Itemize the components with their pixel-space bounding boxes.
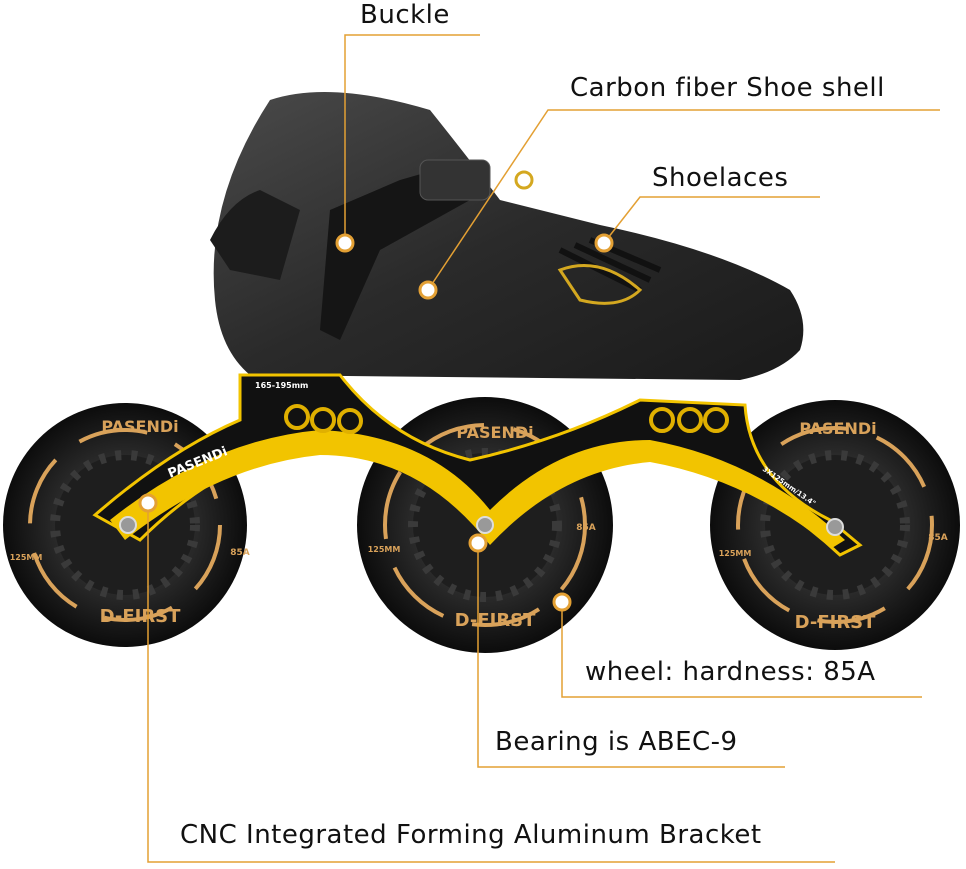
wheel-model-left: D-FIRST [100, 606, 182, 627]
wheel-brand-left: PASENDi [101, 417, 178, 436]
wheel-model-middle: D-FIRST [455, 610, 537, 631]
callout-shoelaces: Shoelaces [652, 163, 789, 193]
wheel-model-right: D-FIRST [795, 612, 877, 633]
wheel-size-middle: 125MM [368, 545, 401, 554]
callout-buckle: Buckle [360, 0, 450, 30]
callout-shoe-shell: Carbon fiber Shoe shell [570, 73, 885, 103]
frame-size-marking: 165-195mm [255, 381, 308, 390]
callout-bearing: Bearing is ABEC-9 [495, 727, 738, 757]
aluminum-frame: 165-195mm PASENDi 3X125mm/13.4" [92, 373, 863, 557]
callout-bracket: CNC Integrated Forming Aluminum Bracket [180, 820, 762, 850]
wheel-brand-right: PASENDi [799, 419, 876, 438]
callout-lines [147, 34, 940, 863]
wheel-hardness-right: 85A [928, 533, 948, 543]
wheel-brand-middle: PASENDi [456, 423, 533, 442]
callout-wheel-hardness: wheel: hardness: 85A [585, 657, 876, 687]
wheel-markings: PASENDi PASENDi PASENDi D-FIRST D-FIRST … [10, 417, 948, 633]
callout-dots [138, 233, 614, 612]
boot-shell [210, 92, 804, 380]
wheel-hardness-left: 85A [230, 548, 250, 558]
wheel-size-right: 125MM [719, 549, 752, 558]
wheel-hardness-middle: 85A [576, 523, 596, 533]
wheel-size-left: 125MM [10, 553, 43, 562]
